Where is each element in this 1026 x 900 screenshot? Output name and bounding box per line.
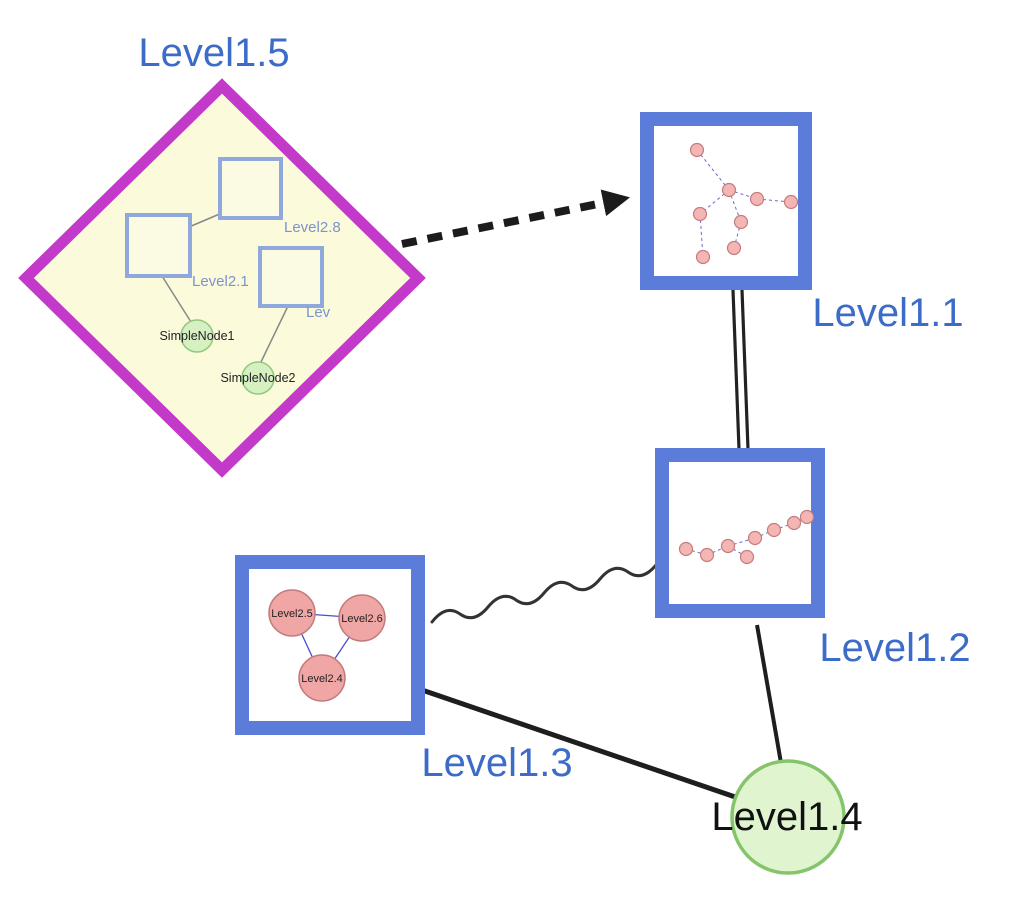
node-simplenode2[interactable]	[241, 361, 275, 395]
label-level1-4: Level1.4	[711, 795, 862, 839]
edge-level1-5-to-level1-1[interactable]	[401, 189, 630, 248]
node-level1-2-frame[interactable]	[655, 448, 825, 618]
label-level2-8: Level2.8	[284, 219, 341, 236]
label-level1-1: Level1.1	[812, 291, 963, 335]
mini-graph-nodes	[678, 509, 815, 565]
label-simplenode2: SimpleNode2	[220, 371, 295, 385]
edge-level2-8-to-level2-1[interactable]	[188, 212, 223, 228]
mini-node[interactable]	[749, 191, 765, 207]
node-level2-5[interactable]	[268, 589, 316, 637]
label-level2-4: Level2.4	[301, 673, 343, 685]
node-level1-3-frame[interactable]	[235, 555, 425, 735]
mini-edge[interactable]	[727, 537, 756, 547]
label-level2-6: Level2.6	[341, 613, 383, 625]
node-level2-trunc[interactable]	[258, 246, 324, 308]
mini-graph-nodes	[689, 142, 799, 265]
edge-level1-1-to-level1-2[interactable]	[731, 289, 750, 450]
node-level2-8[interactable]	[218, 157, 283, 220]
mini-edge[interactable]	[733, 221, 742, 249]
mini-node[interactable]	[747, 530, 763, 546]
mini-node[interactable]	[689, 142, 705, 158]
mini-node[interactable]	[726, 240, 742, 256]
mini-edge[interactable]	[699, 213, 704, 258]
node-simplenode1[interactable]	[180, 319, 214, 353]
edge-level2-1-to-simplenode1[interactable]	[161, 275, 192, 323]
mini-node[interactable]	[721, 182, 737, 198]
mini-node[interactable]	[766, 522, 782, 538]
mini-edge[interactable]	[696, 149, 730, 191]
node-level1-5: Level2.8 Level2.1 Lev SimpleNode1 Simple…	[18, 78, 426, 478]
node-level1-2	[655, 448, 825, 618]
mini-node[interactable]	[699, 547, 715, 563]
label-level2-5: Level2.5	[271, 608, 313, 620]
mini-node[interactable]	[799, 509, 815, 525]
node-level1-4[interactable]	[730, 759, 846, 875]
edge-level2-trunc-to-simplenode2[interactable]	[259, 305, 289, 365]
mini-node[interactable]	[733, 214, 749, 230]
label-level2-trunc: Lev	[306, 304, 331, 321]
node-level1-3: Level2.5 Level2.6 Level2.4	[235, 555, 425, 735]
edge-level1-3-to-level1-4[interactable]	[421, 687, 745, 803]
node-level2-6[interactable]	[338, 594, 386, 642]
label-level1-2: Level1.2	[819, 626, 970, 670]
node-level1-5-diamond[interactable]	[18, 78, 426, 478]
edge-level1-2-to-level1-4[interactable]	[755, 624, 783, 764]
node-level1-1	[640, 112, 812, 290]
mini-node[interactable]	[720, 538, 736, 554]
node-level1-1-frame[interactable]	[640, 112, 812, 290]
mini-node[interactable]	[786, 515, 802, 531]
mini-node[interactable]	[692, 206, 708, 222]
mini-node[interactable]	[695, 249, 711, 265]
mini-node[interactable]	[739, 549, 755, 565]
node-level2-1[interactable]	[125, 213, 192, 278]
mini-node[interactable]	[678, 541, 694, 557]
label-simplenode1: SimpleNode1	[159, 329, 234, 343]
edge-level1-3-to-level1-2[interactable]	[430, 563, 658, 624]
label-level2-1: Level2.1	[192, 273, 249, 290]
node-level2-4[interactable]	[298, 654, 346, 702]
label-level1-3: Level1.3	[421, 741, 572, 785]
label-level1-5: Level1.5	[138, 31, 289, 75]
mini-node[interactable]	[783, 194, 799, 210]
